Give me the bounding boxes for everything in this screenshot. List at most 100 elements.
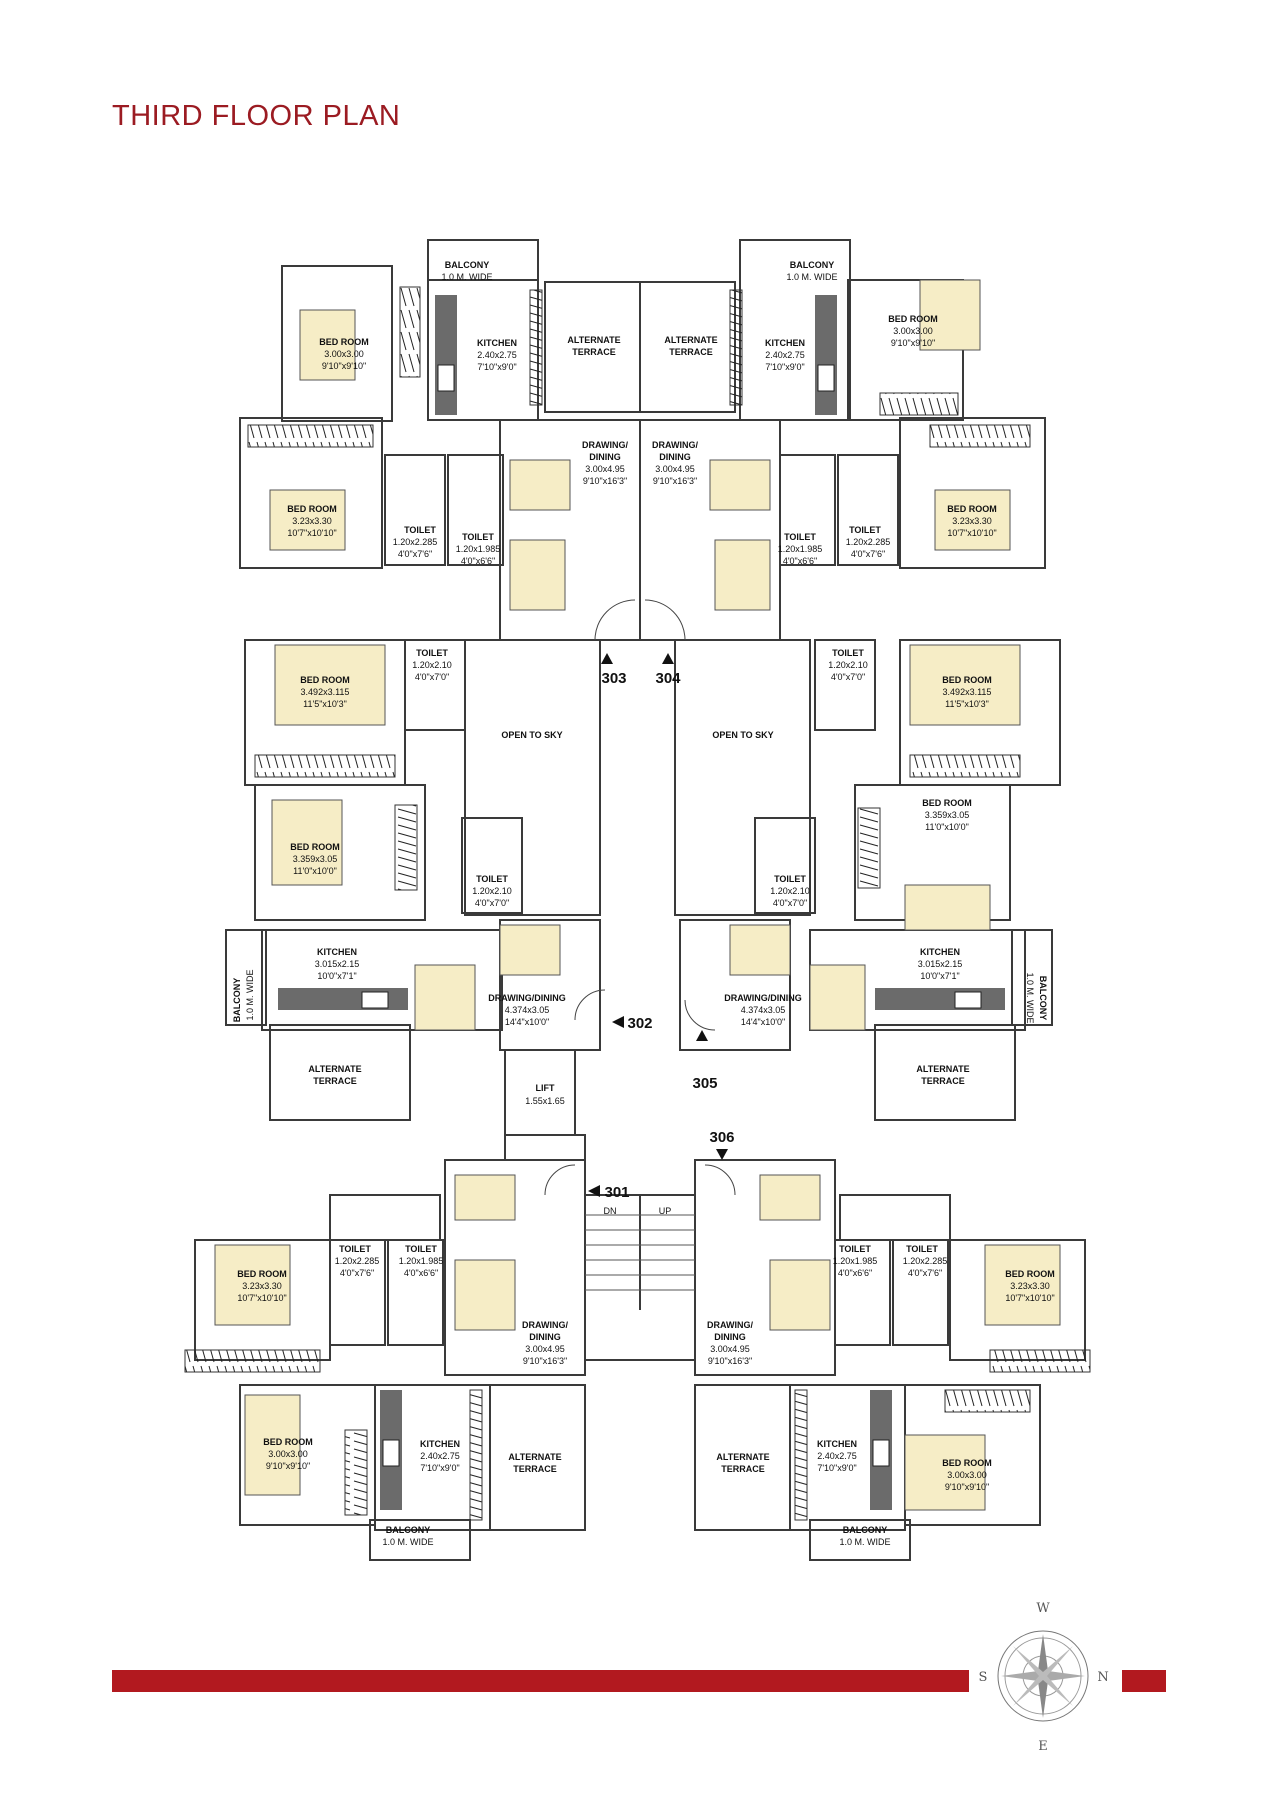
bedroom-mr2-label: BED ROOM [922, 798, 972, 808]
bedroom-tl2-outline [239, 417, 383, 569]
bedroom-tl2-ft: 10'7"x10'10" [287, 528, 336, 538]
toilet-ml1-ft: 4'0"x7'0" [415, 672, 449, 682]
toilet-ml2-outline [461, 817, 523, 914]
drawing-tr-label-1: DRAWING/ [652, 440, 698, 450]
balcony-br-outline [809, 1519, 911, 1561]
kitchen-ml-label: KITCHEN [317, 947, 357, 957]
footer-bar-right [1122, 1670, 1166, 1692]
drawing-tl-label-1: DRAWING/ [582, 440, 628, 450]
terrace-ml-label-1: ALTERNATE [308, 1064, 361, 1074]
terrace-ml-outline [269, 1024, 411, 1121]
drawing-bl-size: 3.00x4.95 [525, 1344, 565, 1354]
bedroom-tr2-label: BED ROOM [947, 504, 997, 514]
terrace-bl-label-2: TERRACE [513, 1464, 557, 1474]
bedroom-mr1-ft: 11'5"x10'3" [945, 699, 989, 709]
bedroom-br1-label: BED ROOM [1005, 1269, 1055, 1279]
toilet-tr2-size: 1.20x2.285 [846, 537, 891, 547]
unit-302-label: 302 [627, 1015, 652, 1032]
kitchen-tr-size: 2.40x2.75 [765, 350, 805, 360]
bed-fills [214, 279, 1061, 1511]
balcony-mr-label: BALCONY [1038, 976, 1048, 1021]
toilet-br2-size: 1.20x2.285 [903, 1256, 948, 1266]
toilet-bl1-ft: 4'0"x7'6" [340, 1268, 374, 1278]
kitchen-tl-size: 2.40x2.75 [477, 350, 517, 360]
drawing-ml-label: DRAWING/DINING [488, 993, 566, 1003]
bedroom-bl2-size: 3.00x3.00 [268, 1449, 308, 1459]
hobs [361, 364, 982, 1467]
terrace-mr-label-1: ALTERNATE [916, 1064, 969, 1074]
bedroom-bl2-label: BED ROOM [263, 1437, 313, 1447]
drawing-bl-label-1: DRAWING/ [522, 1320, 568, 1330]
terrace-ml-label-2: TERRACE [313, 1076, 357, 1086]
opensky-l-outline [464, 639, 601, 916]
unit-303-label: 303 [601, 670, 626, 687]
kitchen-bl-size: 2.40x2.75 [420, 1451, 460, 1461]
bedroom-br2-ft: 9'10"x9'10" [945, 1482, 989, 1492]
bedroom-br2-label: BED ROOM [942, 1458, 992, 1468]
bedroom-ml2-label: BED ROOM [290, 842, 340, 852]
balcony-br-width: 1.0 M. WIDE [839, 1537, 890, 1547]
drawing-tr-size: 3.00x4.95 [655, 464, 695, 474]
kitchen-bl-label: KITCHEN [420, 1439, 460, 1449]
drawing-mr-ft: 14'4"x10'0" [741, 1017, 785, 1027]
toilet-tr2-outline [837, 454, 899, 566]
drawing-br-label-2: DINING [714, 1332, 746, 1342]
drawing-tr-ft: 9'10"x16'3" [653, 476, 697, 486]
bedroom-tr2-ft: 10'7"x10'10" [947, 528, 996, 538]
bedroom-tr2-size: 3.23x3.30 [952, 516, 992, 526]
lift-size: 1.55x1.65 [525, 1096, 565, 1106]
wardrobes [184, 286, 1091, 1521]
toilet-tl1-ft: 4'0"x7'6" [398, 549, 432, 559]
kitchen-ml-ft: 10'0"x7'1" [317, 971, 356, 981]
bedroom-tl2-label: BED ROOM [287, 504, 337, 514]
toilet-ml2-size: 1.20x2.10 [472, 886, 512, 896]
bedroom-mr2-size: 3.359x3.05 [925, 810, 970, 820]
stair-treads [585, 1214, 695, 1291]
balcony-mr-outline [1011, 929, 1053, 1026]
drawing-br-ft: 9'10"x16'3" [708, 1356, 752, 1366]
unit-303-arrow-icon [601, 653, 613, 664]
lift-lobby-outline [504, 1134, 586, 1161]
toilet-br1-ft: 4'0"x6'6" [838, 1268, 872, 1278]
toilet-bl1-label: TOILET [339, 1244, 371, 1254]
unit-305-arrow-icon [696, 1030, 708, 1041]
bedroom-ml1-ft: 11'5"x10'3" [303, 699, 347, 709]
bedroom-tl1-size: 3.00x3.00 [324, 349, 364, 359]
balcony-ml-width: 1.0 M. WIDE [245, 969, 255, 1020]
toilet-tr1-ft: 4'0"x6'6" [783, 556, 817, 566]
kitchen-tl-label: KITCHEN [477, 338, 517, 348]
walls [194, 239, 1086, 1561]
toilet-br2-ft: 4'0"x7'6" [908, 1268, 942, 1278]
toilet-bl2-ft: 4'0"x6'6" [404, 1268, 438, 1278]
balcony-br-label: BALCONY [843, 1525, 888, 1535]
balcony-bl-label: BALCONY [386, 1525, 431, 1535]
bedroom-bl2-ft: 9'10"x9'10" [266, 1461, 310, 1471]
bedroom-tr2-outline [899, 417, 1046, 569]
terrace-br-outline [694, 1384, 791, 1531]
balcony-tl-label: BALCONY [445, 260, 490, 270]
opensky-l-label: OPEN TO SKY [501, 730, 562, 740]
bedroom-tr1-label: BED ROOM [888, 314, 938, 324]
toilet-tr1-outline [779, 454, 836, 566]
toilet-tl2-outline [447, 454, 504, 566]
bedroom-tl2-size: 3.23x3.30 [292, 516, 332, 526]
bedroom-ml1-size: 3.492x3.115 [301, 687, 350, 697]
toilet-tl2-label: TOILET [462, 532, 494, 542]
unit-301-label: 301 [604, 1184, 629, 1201]
bedroom-br1-size: 3.23x3.30 [1010, 1281, 1050, 1291]
balcony-ml-outline [225, 929, 267, 1026]
balcony-bl-outline [369, 1519, 471, 1561]
compass-w-label: W [1036, 1601, 1050, 1616]
toilet-mr1-ft: 4'0"x7'0" [831, 672, 865, 682]
opensky-r-label: OPEN TO SKY [712, 730, 773, 740]
unit-302-arrow-icon [612, 1016, 624, 1028]
kitchen-mr-label: KITCHEN [920, 947, 960, 957]
toilet-ml2-ft: 4'0"x7'0" [475, 898, 509, 908]
door-arcs [544, 599, 736, 1196]
toilet-ml2-label: TOILET [476, 874, 508, 884]
balcony-mr-width: 1.0 M. WIDE [1025, 972, 1035, 1023]
toilet-bl1-size: 1.20x2.285 [335, 1256, 380, 1266]
dining-furniture [414, 459, 866, 1331]
unit-306-arrow-icon [716, 1149, 728, 1160]
